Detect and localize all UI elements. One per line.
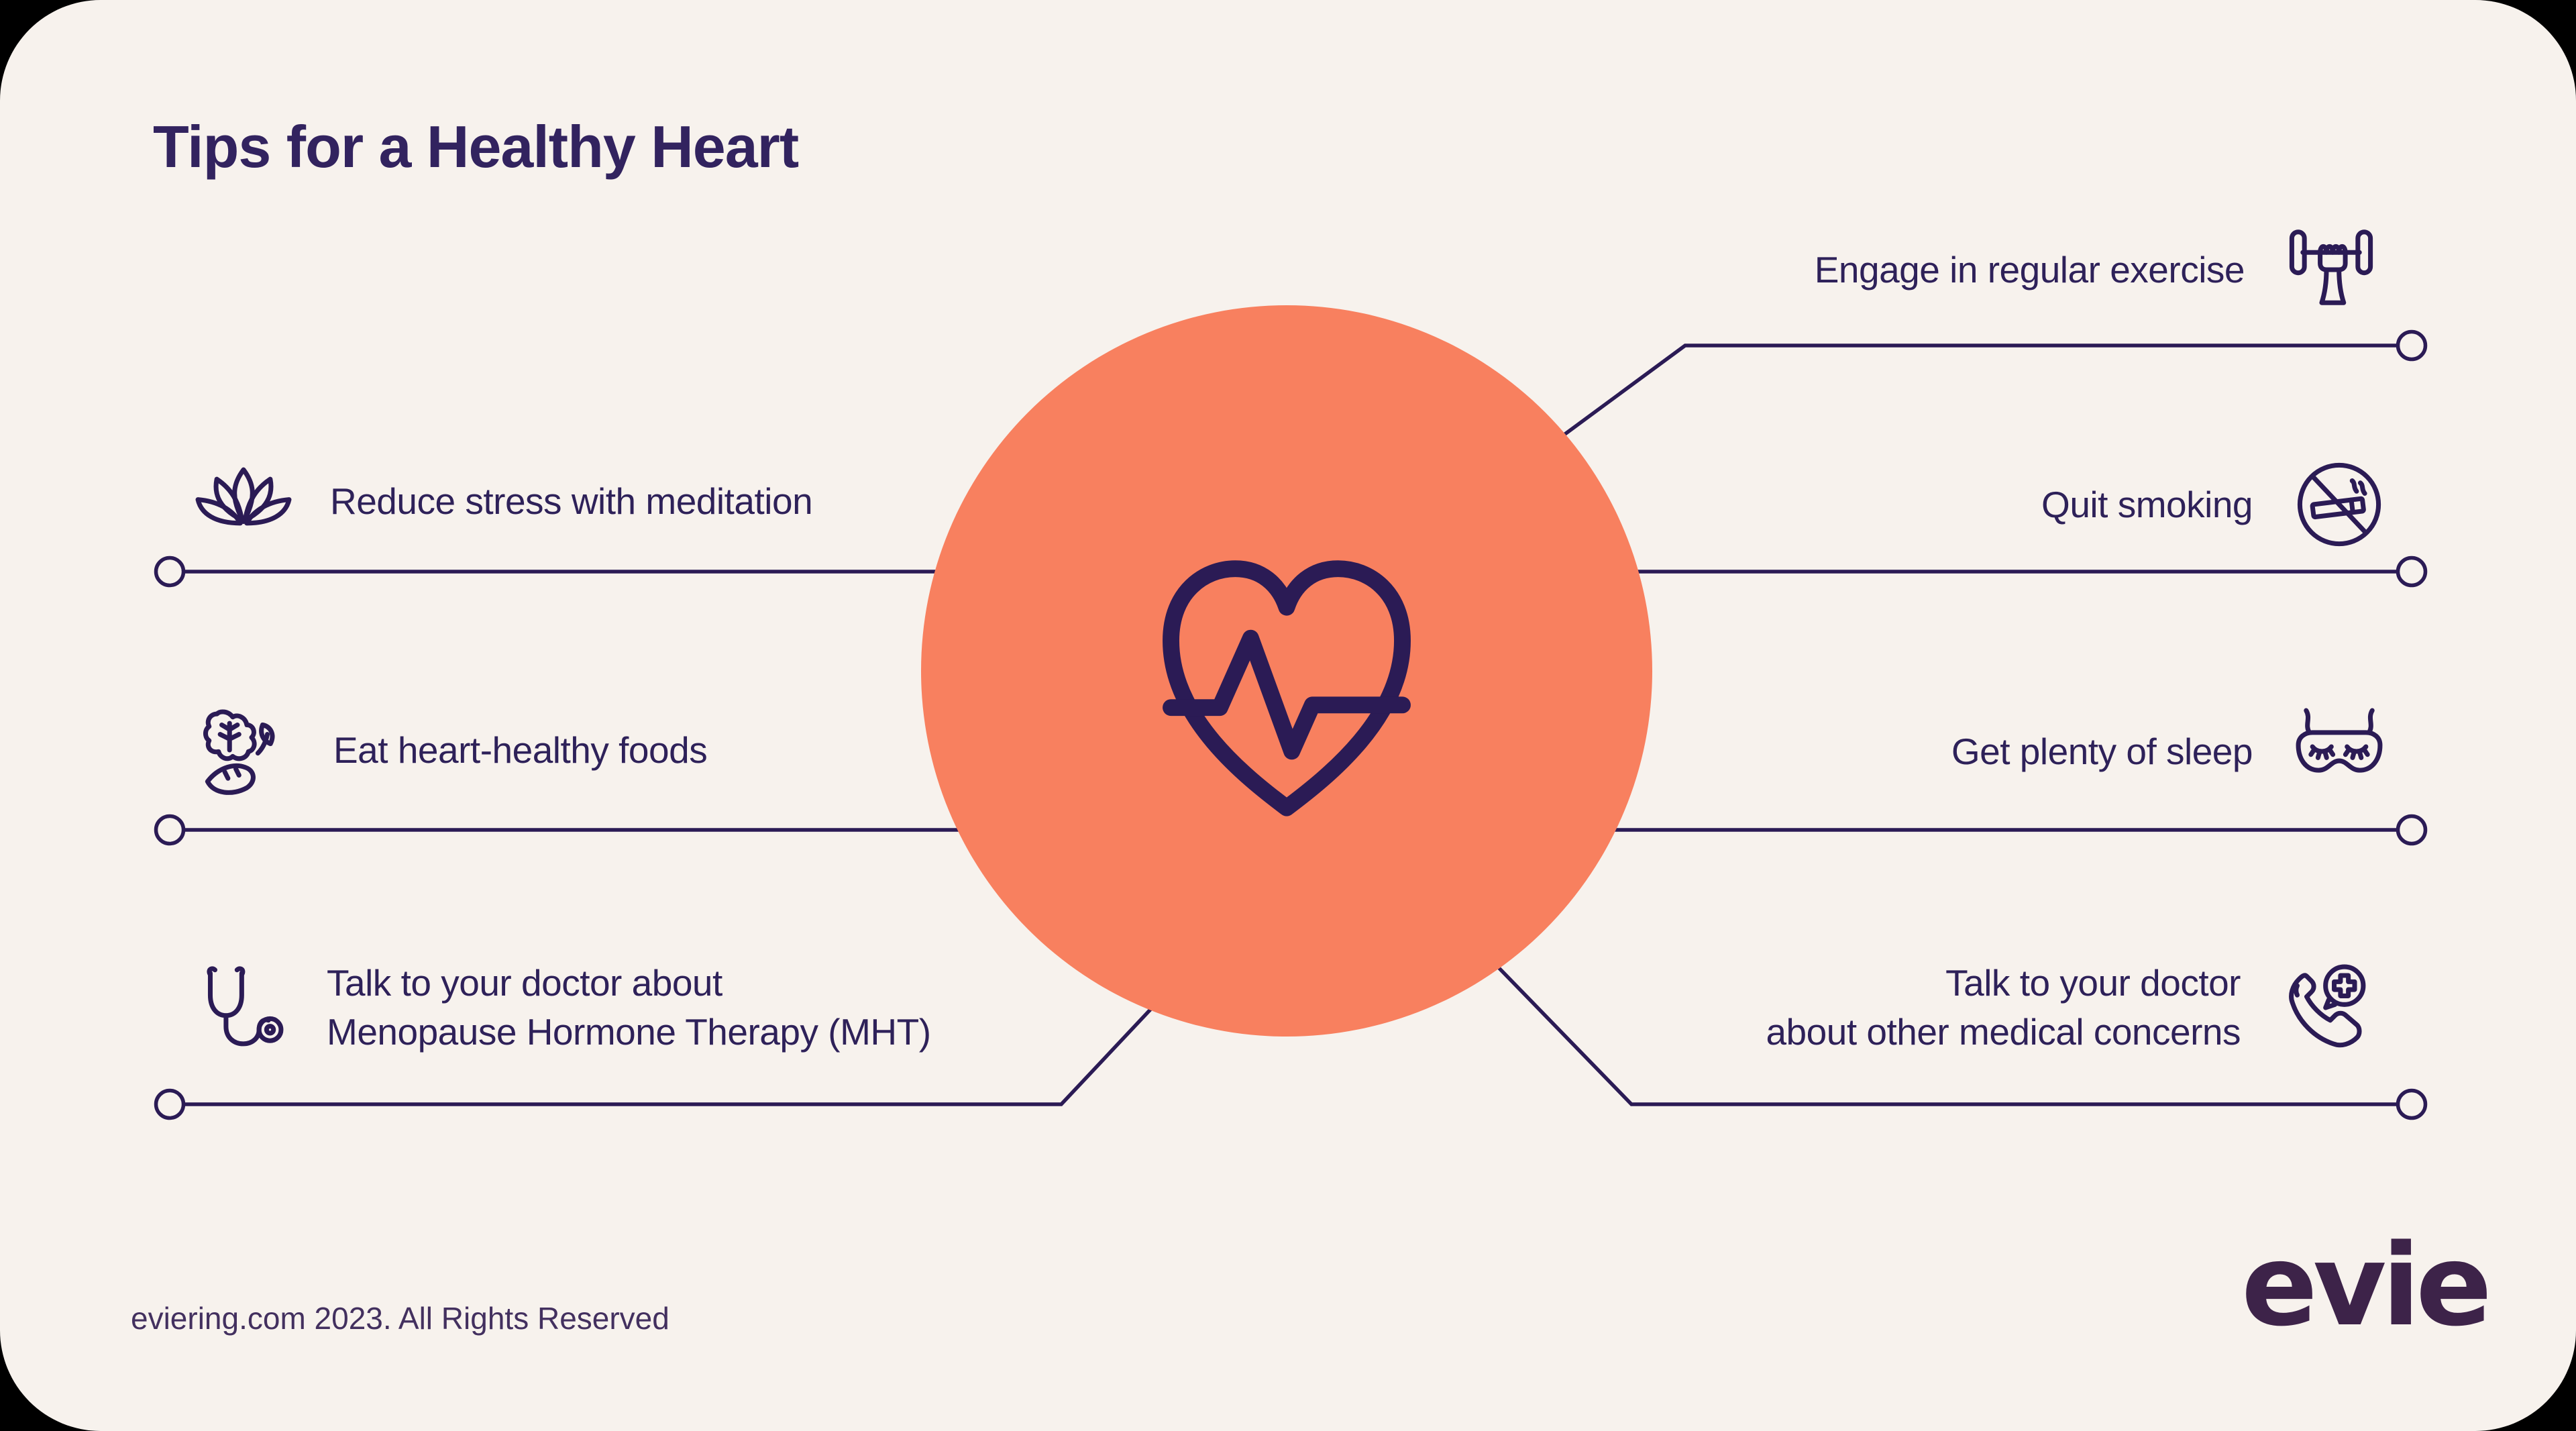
end-ring (2396, 555, 2428, 588)
heart-circle (921, 305, 1652, 1037)
end-ring (2396, 1088, 2428, 1120)
tip-label: Engage in regular exercise (1814, 248, 2245, 290)
copyright-text: eviering.com 2023. All Rights Reserved (131, 1301, 669, 1336)
evie-logo: evie (2241, 1220, 2492, 1351)
end-ring (154, 555, 186, 588)
tip-meditation: Reduce stress with meditation (193, 451, 813, 551)
connector-exercise (1553, 343, 2400, 443)
connector-mht (182, 1000, 1159, 1106)
page-title: Tips for a Healthy Heart (153, 113, 799, 180)
end-ring (154, 814, 186, 846)
tip-label: Reduce stress with meditation (330, 480, 813, 522)
tip-doctor: Talk to your doctor about other medical … (1766, 957, 2377, 1058)
tip-label: Quit smoking (2041, 483, 2253, 525)
end-ring (154, 1088, 186, 1120)
lotus-icon (195, 467, 292, 526)
sleep-mask-icon (2296, 708, 2383, 773)
connector-doctor (1489, 957, 2400, 1106)
phone-medical-icon (2289, 964, 2366, 1048)
end-ring (2396, 329, 2428, 362)
vegetables-icon (203, 709, 275, 795)
dumbbell-icon (2289, 229, 2373, 305)
tip-label: Talk to your doctor about other medical … (1766, 962, 2241, 1053)
end-ring (2396, 814, 2428, 846)
heartbeat-heart-icon (1163, 560, 1411, 816)
tip-label: Get plenty of sleep (1951, 730, 2253, 772)
tip-smoking: Quit smoking (2041, 454, 2390, 555)
tip-label: Eat heart-healthy foods (333, 729, 708, 771)
tip-sleep: Get plenty of sleep (1951, 701, 2390, 802)
tip-foods: Eat heart-healthy foods (197, 700, 708, 800)
tip-mht: Talk to your doctor about Menopause Horm… (190, 957, 931, 1058)
tip-exercise: Engage in regular exercise (1815, 219, 2381, 320)
stethoscope-icon (207, 966, 284, 1047)
no-smoking-icon (2297, 462, 2381, 547)
tip-label: Talk to your doctor about Menopause Horm… (327, 962, 931, 1053)
